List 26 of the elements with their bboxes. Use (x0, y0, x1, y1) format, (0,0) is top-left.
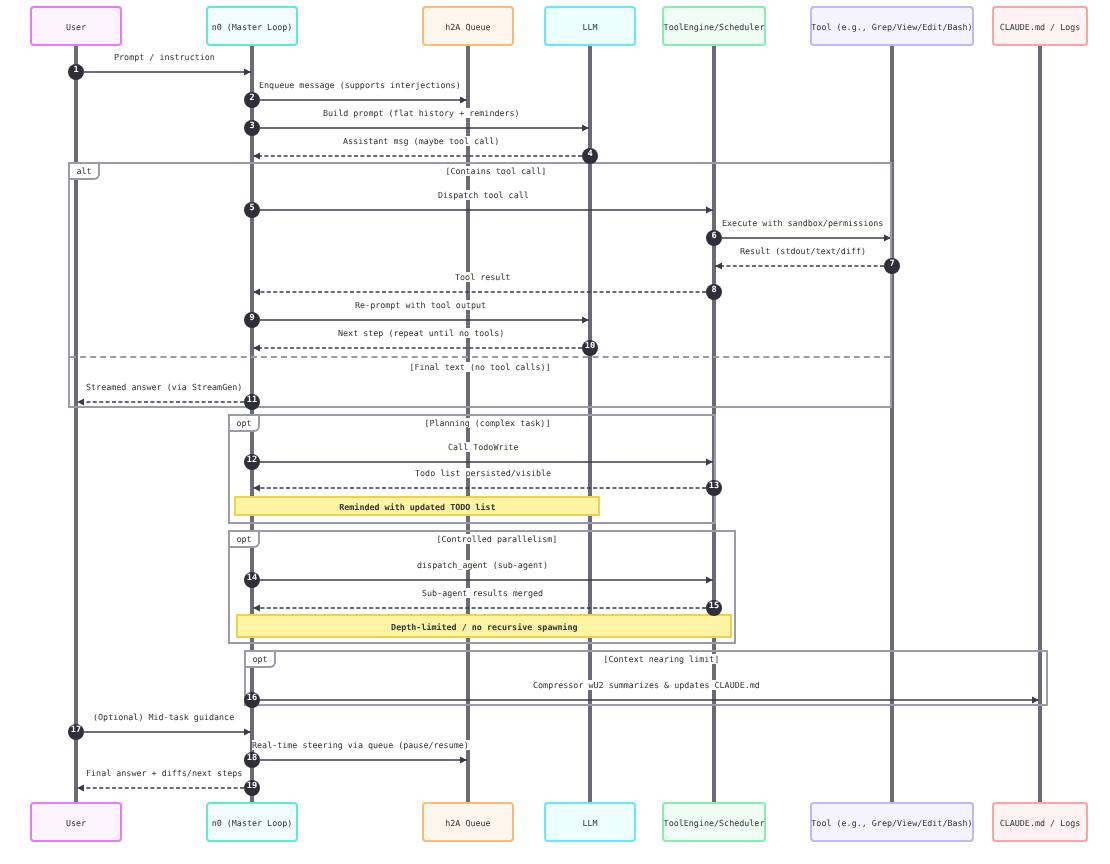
message-arrow (259, 96, 468, 104)
lifeline (1038, 46, 1042, 802)
reply-arrow (252, 484, 707, 492)
fragment-frame (228, 530, 736, 644)
message-arrow (259, 458, 714, 466)
lifeline (74, 46, 78, 802)
lifeline (712, 46, 716, 802)
message-arrow (83, 68, 252, 76)
message-arrow (259, 576, 714, 584)
reply-arrow (252, 604, 707, 612)
lifeline (250, 46, 254, 802)
lifeline (588, 46, 592, 802)
message-arrow (721, 234, 892, 242)
reply-arrow (76, 398, 245, 406)
message-arrow (83, 728, 252, 736)
message-arrow (259, 696, 1040, 704)
message-arrow (259, 316, 590, 324)
message-arrow (259, 756, 468, 764)
reply-arrow (252, 288, 707, 296)
lifeline (890, 46, 894, 802)
reply-arrow (714, 262, 885, 270)
lifeline (466, 46, 470, 802)
reply-arrow (252, 152, 583, 160)
message-arrow (259, 124, 590, 132)
reply-arrow (76, 784, 245, 792)
reply-arrow (252, 344, 583, 352)
